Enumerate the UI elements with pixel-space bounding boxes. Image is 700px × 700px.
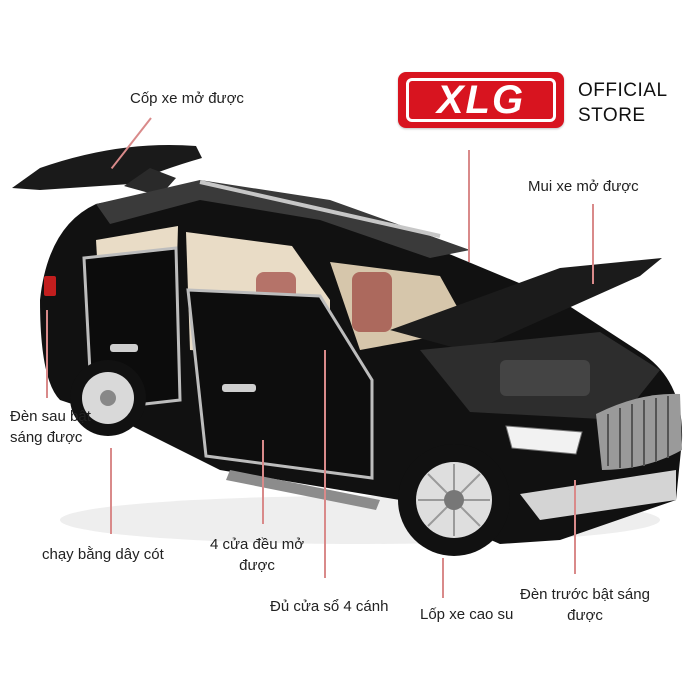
store-line-1: OFFICIAL (578, 80, 668, 101)
car-roof (96, 180, 470, 258)
leader-hood (592, 204, 594, 284)
leader-rear-light (46, 310, 48, 398)
callout-pullback: chạy bằng dây cót (42, 546, 164, 563)
side-step (226, 470, 380, 510)
callout-trunk: Cốp xe mở được (130, 90, 244, 107)
callout-rear-light-line1: Đèn sau bật (10, 408, 91, 425)
callout-doors-line2: được (239, 557, 275, 574)
front-grille (596, 393, 682, 470)
callout-tires: Lốp xe cao su (420, 606, 514, 623)
front-door-open (186, 288, 374, 480)
brand-logo-frame: XLG (406, 78, 556, 122)
headlight (505, 425, 583, 455)
callout-rear-light-line2: sáng được (10, 429, 83, 446)
leader-roof (468, 150, 470, 262)
roof-rail (199, 180, 441, 238)
brand-logo-text: XLG (436, 78, 526, 122)
leader-tires (442, 558, 444, 598)
engine-cover (500, 360, 590, 396)
brand-logo: XLG (398, 72, 564, 128)
front-bumper (520, 470, 676, 520)
rear-wheel (70, 360, 146, 436)
door-handle (110, 344, 138, 352)
seat-pattern-front (352, 272, 392, 332)
hood-open (390, 258, 662, 352)
callout-windows: Đủ cửa sổ 4 cánh (270, 598, 389, 615)
door-handle-2 (222, 384, 256, 392)
callout-doors-line1: 4 cửa đều mở (210, 536, 305, 553)
store-line-2: STORE (578, 105, 646, 126)
callout-doors: 4 cửa đều mở được (210, 534, 304, 576)
official-store-label: OFFICIAL STORE (578, 78, 668, 128)
leader-windows (324, 350, 326, 578)
taillight (44, 276, 56, 296)
leader-pullback (110, 448, 112, 534)
callout-front-light-line1: Đèn trước bật sáng (520, 586, 650, 603)
front-wheel (398, 444, 510, 556)
grille-bars (607, 396, 669, 468)
callout-front-light: Đèn trước bật sáng được (520, 584, 650, 626)
callout-roof: Mui xe mở được (528, 178, 639, 195)
callout-front-light-line2: được (567, 607, 603, 624)
trunk-lid (12, 144, 202, 190)
callout-rear-light: Đèn sau bật sáng được (10, 406, 91, 448)
leader-front-light (574, 480, 576, 574)
leader-doors (262, 440, 264, 524)
